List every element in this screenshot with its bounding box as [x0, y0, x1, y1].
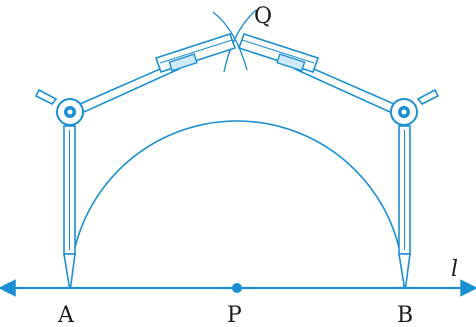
- label-a: A: [57, 303, 75, 327]
- compass-icon: [237, 32, 440, 289]
- compass-icon: [34, 32, 237, 289]
- point-p-dot: [232, 283, 242, 293]
- label-p: P: [227, 303, 242, 327]
- label-b: B: [397, 303, 413, 327]
- semicircle-arc: [69, 120, 405, 289]
- arc-from-b: [223, 9, 257, 73]
- arc-from-a: [212, 11, 248, 71]
- label-q: Q: [254, 4, 272, 29]
- label-line-l: l: [451, 257, 458, 282]
